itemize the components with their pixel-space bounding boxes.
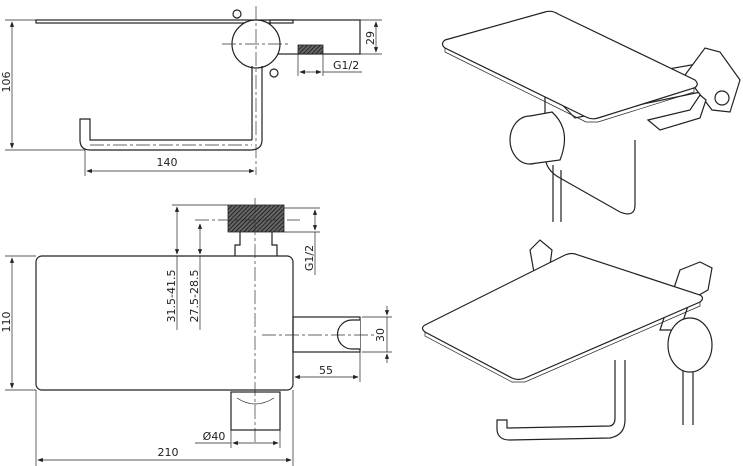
shelf-profile [35,19,294,24]
side-view: 106 29 G1/2 140 [0,6,382,176]
dim-29: 29 [364,31,377,45]
dim-106: 106 [0,72,13,93]
dim-110: 110 [0,312,13,333]
dim-140: 140 [157,156,178,169]
dim-g12-top: G1/2 [303,245,316,271]
shelf-iso-2 [421,252,704,381]
dim-diameter-40: Ø40 [203,430,226,443]
dim-30: 30 [374,328,387,342]
handle-cylinder [230,391,281,431]
dim-g12-side: G1/2 [333,59,359,72]
thread-hatch [297,44,324,55]
top-view: 31.5-41.5 27.5-28.5 G1/2 110 30 55 Ø40 2… [0,198,392,466]
isometric-view-top [441,10,741,222]
dim-31-5-41-5: 31.5-41.5 [165,270,178,323]
wall-thread-hatch [227,204,285,233]
handshower-holder [336,319,360,350]
dim-27-5-28-5: 27.5-28.5 [188,270,201,323]
dim-55: 55 [319,364,333,377]
dim-210: 210 [158,446,179,459]
isometric-view-bottom [421,239,713,441]
